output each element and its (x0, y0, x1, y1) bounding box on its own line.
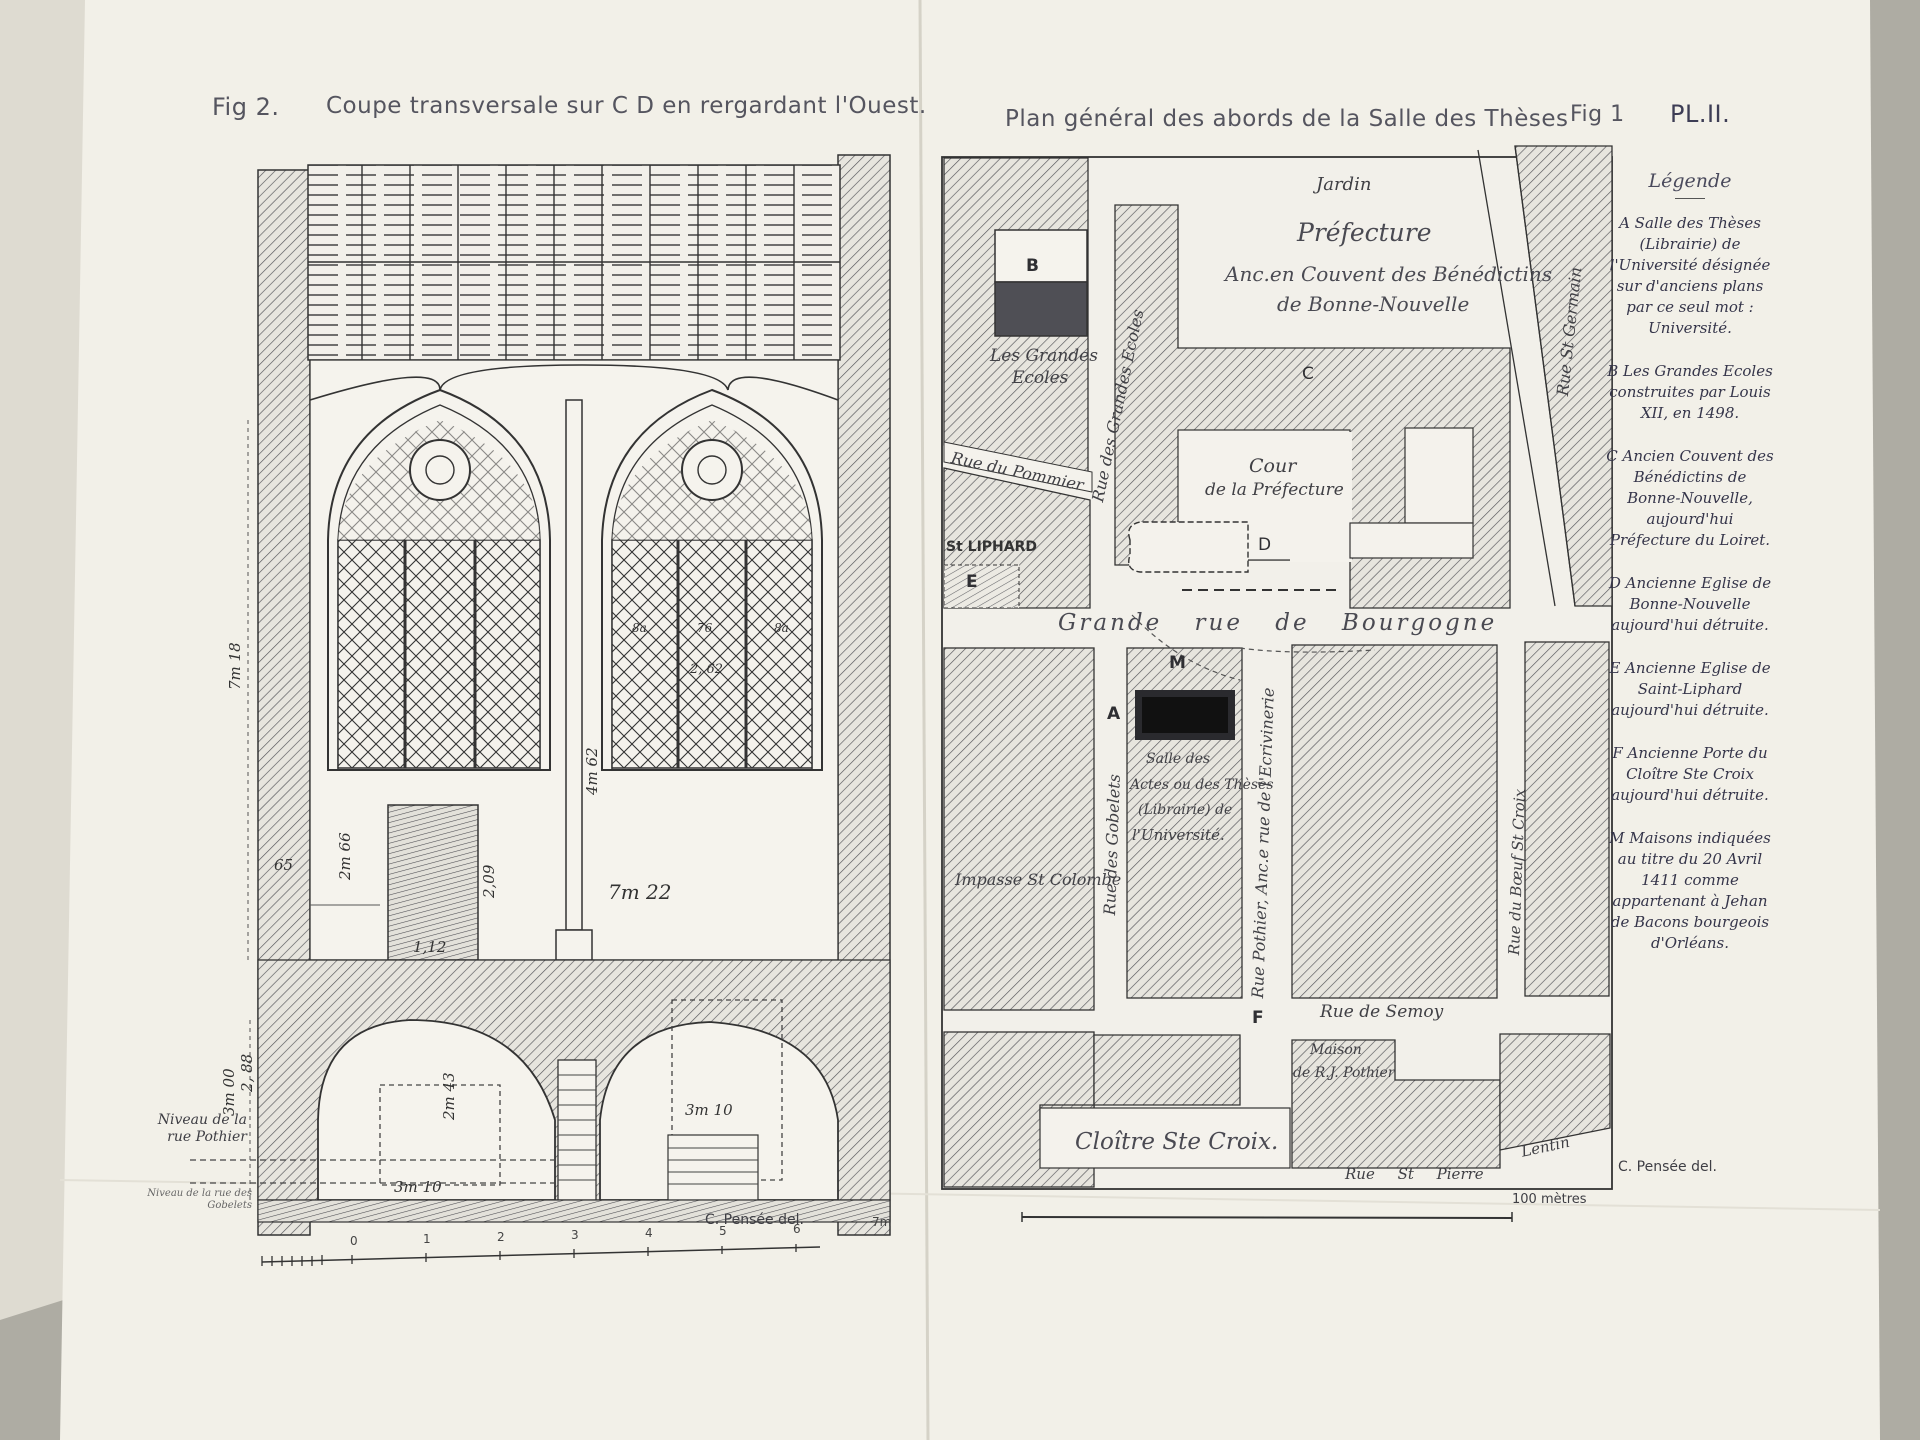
fig1-label: Fig 1 (1570, 102, 1625, 127)
dim-door-width: 1,12 (413, 938, 447, 956)
dim-cellar-height-2: 2, 88 (238, 1053, 256, 1092)
level-rue-gobelets: Niveau de la rue des Gobelets (147, 1188, 252, 1211)
dim-window-width: 2, 62 (690, 662, 724, 677)
letter-e: E (966, 572, 978, 592)
dim-vault-height: 2m 43 (440, 1072, 458, 1120)
label-impasse: Impasse St Colombe (955, 870, 1122, 889)
fig2-label: Fig 2. (212, 93, 280, 121)
legend-entry-f: F Ancienne Porte du Cloître Ste Croix au… (1611, 744, 1769, 804)
label-grandes-ecoles-2: Ecoles (1012, 368, 1069, 388)
scale-tick-4: 4 (645, 1226, 653, 1240)
label-salle-1: Salle des (1146, 751, 1211, 767)
legend-entry-b: B Les Grandes Ecoles construites par Lou… (1607, 362, 1773, 422)
letter-m: M (1169, 653, 1186, 673)
letter-d: D (1258, 535, 1272, 555)
label-grandes-ecoles-1: Les Grandes (990, 346, 1098, 366)
label-grande-rue: Grande rue de Bourgogne (1058, 610, 1498, 636)
dim-wall: 65 (274, 856, 294, 874)
dim-column-height: 4m 62 (583, 747, 601, 795)
label-couvent-1: Anc.en Couvent des Bénédictins (1225, 262, 1553, 286)
label-cour-1: Cour (1249, 455, 1297, 477)
legend-rule (1675, 198, 1705, 199)
label-rue-st-pierre: Rue St Pierre (1345, 1165, 1484, 1183)
legend-entry-d: D Ancienne Eglise de Bonne-Nouvelle aujo… (1608, 574, 1772, 634)
section-title: Coupe transversale sur C D en rergardant… (326, 93, 927, 119)
label-rue-semoy: Rue de Semoy (1320, 1002, 1444, 1022)
left-credit: C. Pensée del. (705, 1212, 804, 1228)
label-prefecture: Préfecture (1297, 218, 1432, 247)
label-jardin: Jardin (1316, 174, 1372, 195)
legend-entry-c: C Ancien Couvent des Bénédictins de Bonn… (1606, 447, 1774, 549)
scale-tick-2: 2 (497, 1230, 505, 1244)
legend-entry-e: E Ancienne Eglise de Saint-Liphard aujou… (1609, 659, 1771, 719)
legend: Légende A Salle des Thèses (Librairie) d… (1605, 170, 1775, 976)
letter-b: B (1026, 256, 1039, 276)
label-cloitre: Cloître Ste Croix. (1075, 1129, 1279, 1155)
scale-tick-6: 6 (793, 1222, 801, 1236)
label-st-liphard: St LIPHARD (946, 539, 1037, 555)
plan-title: Plan général des abords de la Salle des … (1005, 106, 1569, 132)
label-salle-4: l'Université. (1132, 826, 1225, 844)
dim-height-total: 7m 18 (226, 642, 244, 690)
legend-entry-m: M Maisons indiquées au titre du 20 Avril… (1609, 829, 1771, 952)
legend-entry-a: A Salle des Thèses (Librairie) de l'Univ… (1609, 214, 1771, 337)
letter-f: F (1252, 1008, 1264, 1028)
scale-tick-0: 0 (350, 1234, 358, 1248)
label-scale-100m: 100 mètres (1512, 1192, 1587, 1207)
label-cour-2: de la Préfecture (1205, 480, 1344, 500)
scale-tick-3: 3 (571, 1228, 579, 1242)
dim-width: 7m 22 (608, 880, 672, 904)
dim-vault-width: 3m 10 (394, 1178, 442, 1196)
scale-tick-5: 5 (719, 1224, 727, 1238)
dim-door-height: 2,09 (480, 864, 498, 898)
label-salle-2: Actes ou des Thèses (1130, 777, 1274, 793)
dim-light-1: 8a (632, 621, 647, 635)
dim-light-3: 8a (774, 621, 789, 635)
scale-tick-1: 1 (423, 1232, 431, 1246)
label-maison-1: Maison (1310, 1042, 1362, 1058)
letter-a: A (1107, 704, 1121, 724)
scale-tick-7: 7m (872, 1215, 892, 1229)
right-credit: C. Pensée del. (1618, 1159, 1717, 1175)
legend-title: Légende (1648, 170, 1732, 192)
label-salle-3: (Librairie) de (1138, 802, 1233, 818)
dim-door-offset: 2m 66 (336, 832, 354, 880)
label-couvent-2: de Bonne-Nouvelle (1277, 292, 1470, 316)
plate-number: PL.II. (1670, 100, 1731, 128)
section-drawing (190, 154, 891, 1266)
dim-light-2: 76 (697, 621, 713, 635)
center-fold (918, 0, 930, 1440)
level-rue-pothier: Niveau de la rue Pothier (157, 1112, 247, 1145)
letter-c: C (1302, 364, 1314, 384)
dim-vault-right: 3m 10 (685, 1101, 733, 1119)
site-plan (941, 145, 1613, 1222)
label-maison-2: de R.J. Pothier (1293, 1065, 1395, 1081)
dim-cellar-height: 3m 00 (220, 1068, 238, 1116)
